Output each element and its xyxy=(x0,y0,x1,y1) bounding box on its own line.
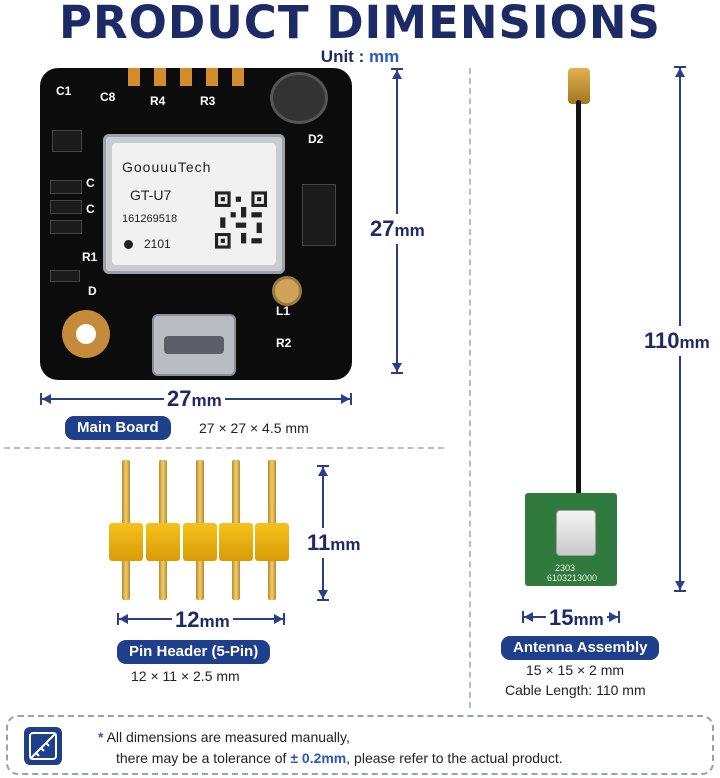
pin-housing xyxy=(146,523,180,561)
pin-housing xyxy=(255,523,289,561)
micro-usb-port xyxy=(152,314,236,376)
note-line-2-pre: there may be a tolerance of xyxy=(116,750,287,766)
note-line-1: * All dimensions are measured manually, xyxy=(98,729,350,745)
pad xyxy=(154,68,166,86)
pin-header-label: Pin Header (5-Pin) xyxy=(117,640,271,664)
silk-c: C xyxy=(86,176,95,190)
antenna-label: Antenna Assembly xyxy=(501,636,660,660)
pad xyxy=(128,68,140,86)
board-height-dim: 27mm xyxy=(370,214,425,244)
silk-c1: C1 xyxy=(56,84,72,98)
board-width-dim: 27mm xyxy=(164,386,225,412)
module-dot xyxy=(124,240,133,249)
pin-width-value: 12 xyxy=(175,607,200,632)
pin-housing xyxy=(109,523,143,561)
silk-d2: D2 xyxy=(308,132,324,146)
antenna-length-unit: mm xyxy=(679,333,710,352)
silk-r2: R2 xyxy=(276,336,292,350)
component xyxy=(50,270,80,282)
note-box: * All dimensions are measured manually, … xyxy=(6,715,714,775)
ipex-connector xyxy=(568,68,590,104)
pad xyxy=(232,68,244,86)
antenna-cable-length: Cable Length: 110 mm xyxy=(505,682,646,698)
pin-width-unit: mm xyxy=(199,612,230,631)
silk-r3: R3 xyxy=(200,94,216,108)
silk-l1: L1 xyxy=(276,304,291,318)
antenna-spec: 15 × 15 × 2 mm xyxy=(526,662,625,678)
ruler-icon xyxy=(24,727,62,765)
ufl-connector xyxy=(272,276,302,306)
silk-c: C xyxy=(86,202,95,216)
antenna-width-value: 15 xyxy=(549,605,574,630)
unit-label: Unit : mm xyxy=(0,47,720,67)
qr-code-icon xyxy=(215,191,267,249)
board-height-unit: mm xyxy=(394,221,425,240)
pin-housing xyxy=(219,523,253,561)
antenna-length-dim: 110mm xyxy=(644,326,710,356)
unit-text: Unit : xyxy=(320,47,365,66)
ic-chip xyxy=(302,184,336,246)
pin-height-unit: mm xyxy=(330,535,361,554)
silk-r4: R4 xyxy=(150,94,166,108)
main-board-label: Main Board xyxy=(65,416,171,440)
note-line-1-text: All dimensions are measured manually, xyxy=(106,729,350,745)
board-height-value: 27 xyxy=(370,216,395,241)
antenna-board-text-2: 6103213000 xyxy=(547,573,598,583)
component xyxy=(50,220,82,234)
divider-horizontal xyxy=(4,447,444,449)
pin-height-value: 11 xyxy=(307,530,331,555)
pin-housing xyxy=(183,523,217,561)
pad xyxy=(206,68,218,86)
antenna-cable xyxy=(576,100,581,502)
pad xyxy=(180,68,192,86)
antenna-board-text-1: 2303 xyxy=(555,563,576,573)
divider-vertical xyxy=(469,68,471,708)
mounting-hole xyxy=(62,310,110,358)
module-brand: GoouuuTech xyxy=(122,159,212,175)
note-line-2-post: , please refer to the actual product. xyxy=(346,750,563,766)
main-board-spec: 27 × 27 × 4.5 mm xyxy=(199,420,309,436)
battery-cell xyxy=(270,72,328,124)
main-board-image: C1 C8 R4 R3 D2 C C R1 D L1 R2 GoouuuTech… xyxy=(40,68,352,380)
component xyxy=(50,200,82,214)
note-line-2: there may be a tolerance of ± 0.2mm, ple… xyxy=(116,750,563,766)
antenna-element xyxy=(556,510,596,556)
component xyxy=(52,130,82,152)
antenna-width-dim: 15mm xyxy=(546,605,607,631)
note-tolerance: ± 0.2mm xyxy=(290,750,347,766)
silk-d: D xyxy=(88,284,97,298)
pin-header-spec: 12 × 11 × 2.5 mm xyxy=(131,668,240,684)
silk-c8: C8 xyxy=(100,90,116,104)
note-star: * xyxy=(98,729,104,745)
silk-r1: R1 xyxy=(82,250,98,264)
unit-value: mm xyxy=(368,47,400,66)
gps-module: GoouuuTech GT-U7 161269518 2101 xyxy=(103,134,285,274)
board-width-value: 27 xyxy=(167,386,192,411)
antenna-board: 2303 6103213000 xyxy=(525,493,617,586)
module-shield: GoouuuTech GT-U7 161269518 2101 xyxy=(112,143,276,265)
board-width-unit: mm xyxy=(191,391,222,410)
antenna-width-unit: mm xyxy=(573,610,604,629)
module-lot: 2101 xyxy=(144,237,171,251)
antenna-length-value: 110 xyxy=(644,328,680,353)
pin-width-dim: 12mm xyxy=(172,607,233,633)
module-serial: 161269518 xyxy=(122,213,178,225)
page-title: PRODUCT DIMENSIONS xyxy=(59,0,661,49)
component xyxy=(50,180,82,194)
module-model: GT-U7 xyxy=(130,187,172,203)
pin-height-dim: 11mm xyxy=(307,528,361,558)
